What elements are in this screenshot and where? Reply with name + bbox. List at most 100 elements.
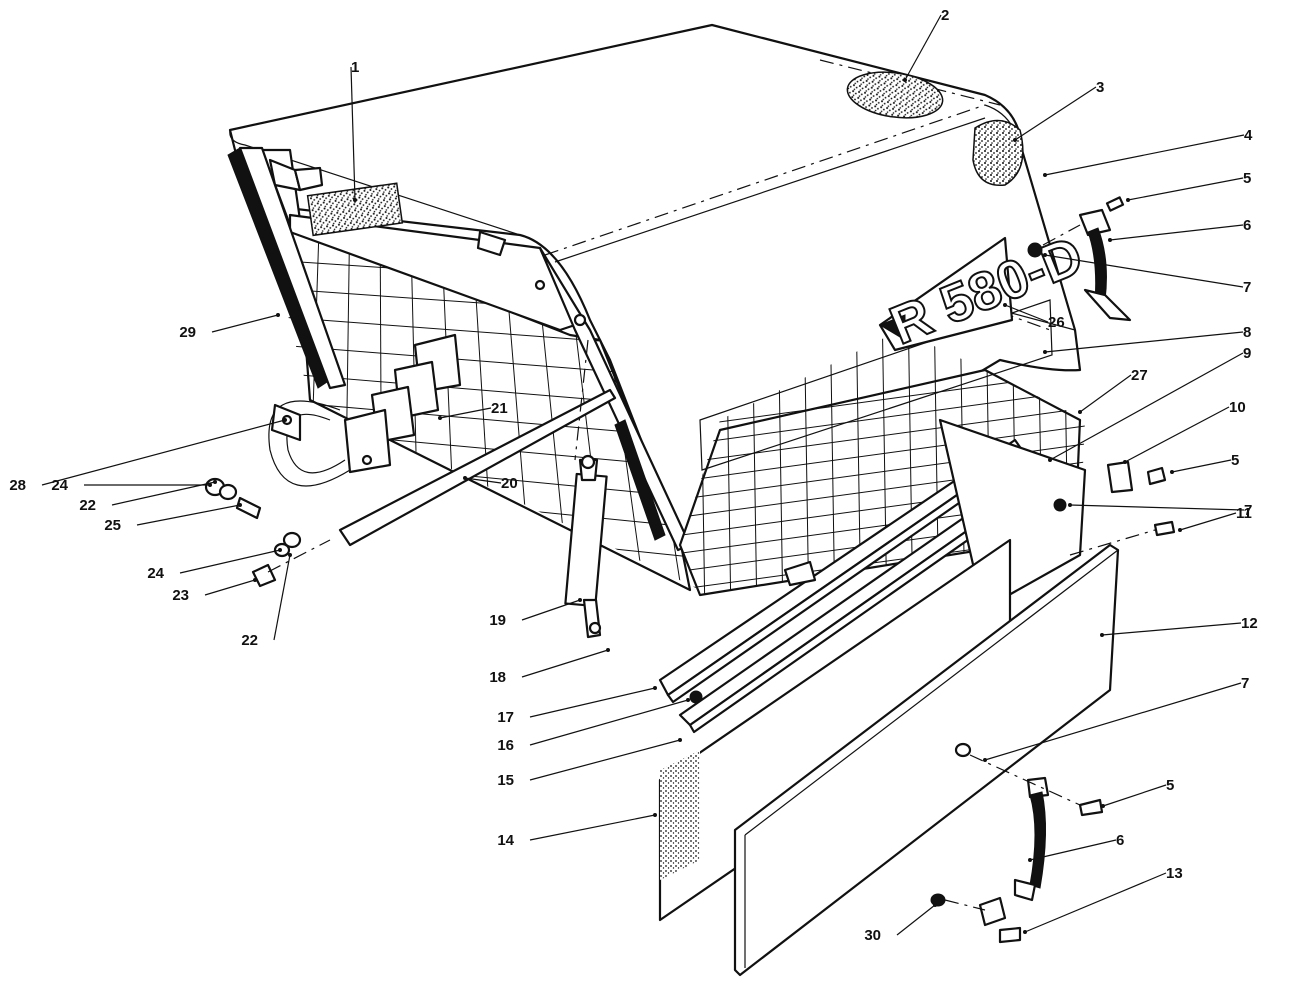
leader-dot-c7c <box>983 758 987 762</box>
callout-label: 10 <box>1229 399 1246 416</box>
callout-label: 24 <box>51 477 68 494</box>
callout-label: 28 <box>9 477 26 494</box>
callout-label: 27 <box>1131 367 1148 384</box>
leader-lines <box>41 14 1245 936</box>
callout-label: 15 <box>497 772 514 789</box>
leader-dot-c26 <box>1003 303 1007 307</box>
leader-dot-c5b <box>1170 470 1174 474</box>
leader-line-c5a <box>1127 177 1244 201</box>
leader-line-c23 <box>204 579 256 596</box>
callout-label: 29 <box>179 324 196 341</box>
fasteners-left <box>204 477 331 588</box>
hinge-assembly <box>268 333 462 487</box>
leader-line-c29 <box>211 314 279 333</box>
leader-dot-c4 <box>1043 173 1047 177</box>
leader-line-c6b <box>1029 839 1117 861</box>
callout-label: 30 <box>864 927 881 944</box>
callout-label: 3 <box>1096 79 1104 96</box>
leader-dot-c24b <box>278 548 282 552</box>
leader-dot-c14 <box>653 813 657 817</box>
angle-bar <box>338 388 617 547</box>
leader-dot-c19 <box>578 598 582 602</box>
leader-dot-c25 <box>238 503 242 507</box>
callout-label: 20 <box>501 475 518 492</box>
leader-line-c30 <box>896 904 936 936</box>
leader-dot-c7a <box>1043 253 1047 257</box>
leader-line-c1 <box>350 66 356 201</box>
leader-dot-c11 <box>1178 528 1182 532</box>
callout-label: 26 <box>1048 314 1065 331</box>
leader-line-c18 <box>521 649 609 678</box>
leader-dot-c29 <box>276 313 280 317</box>
callout-label: 22 <box>79 497 96 514</box>
callout-label: 2 <box>941 7 949 24</box>
leader-dot-c18 <box>606 648 610 652</box>
leader-dot-c27 <box>1078 410 1082 414</box>
leader-dot-c6b <box>1028 858 1032 862</box>
leader-dot-c7b <box>1068 503 1072 507</box>
leader-line-c26 <box>1004 304 1049 323</box>
leader-dot-c1 <box>353 198 357 202</box>
leader-line-c10 <box>1124 406 1230 463</box>
pad-rear <box>972 119 1024 187</box>
leader-line-c22b <box>273 554 291 641</box>
lower-frame <box>658 418 1134 734</box>
seal-strip-right <box>614 419 666 541</box>
callout-label: 5 <box>1231 452 1239 469</box>
leader-line-c14 <box>529 814 656 841</box>
gas-spring <box>564 339 608 639</box>
leader-line-c21 <box>439 407 492 419</box>
leader-line-c2 <box>904 14 942 81</box>
callout-label: 5 <box>1166 777 1174 794</box>
leader-dot-c8 <box>1043 350 1047 354</box>
callout-label: 4 <box>1244 127 1253 144</box>
leader-dot-c12 <box>1100 633 1104 637</box>
leader-dot-c23 <box>253 578 257 582</box>
leader-line-c9 <box>1049 352 1244 461</box>
leader-line-c25 <box>136 504 241 526</box>
callout-label: 1 <box>351 59 359 76</box>
leader-line-c6a <box>1109 224 1244 241</box>
callout-label: 16 <box>497 737 514 754</box>
callout-label: 21 <box>491 400 508 417</box>
latch-assembly-lower <box>930 742 1104 944</box>
callout-label: 25 <box>104 517 121 534</box>
leader-dot-c3 <box>1013 138 1017 142</box>
leader-line-c28 <box>41 419 286 486</box>
leader-line-c12 <box>1101 622 1242 636</box>
leader-line-c20 <box>464 477 502 484</box>
leader-dot-c22b <box>288 553 292 557</box>
leader-line-c5c <box>1102 784 1167 807</box>
leader-dot-c9 <box>1048 458 1052 462</box>
leader-line-c4 <box>1044 134 1245 176</box>
callout-label: 24 <box>147 565 164 582</box>
leader-line-c7c <box>984 682 1242 761</box>
leader-line-c3 <box>1014 86 1097 141</box>
leader-dot-c30 <box>933 903 937 907</box>
callout-label: 6 <box>1243 217 1251 234</box>
leader-dot-c21 <box>438 416 442 420</box>
fasteners-right <box>1069 466 1176 556</box>
seal-strip-left <box>227 146 347 390</box>
leader-dot-c10 <box>1123 460 1127 464</box>
leader-line-c19 <box>521 599 581 621</box>
leader-line-c7a <box>1044 254 1244 288</box>
leader-dot-c6a <box>1108 238 1112 242</box>
leader-line-c11 <box>1179 512 1237 531</box>
pad-top <box>846 71 944 119</box>
leader-dot-c24a <box>208 483 212 487</box>
callout-label: 23 <box>172 587 189 604</box>
leader-dot-c2 <box>903 78 907 82</box>
callout-label: 9 <box>1243 345 1251 362</box>
latch-assembly-upper <box>1027 196 1132 322</box>
leader-dot-c22a <box>213 480 217 484</box>
callout-label: 14 <box>497 832 514 849</box>
callout-label: 13 <box>1166 865 1183 882</box>
leader-line-c16 <box>529 699 689 746</box>
callout-label: 7 <box>1243 279 1251 296</box>
leader-line-c15 <box>529 739 681 781</box>
leader-dot-c17 <box>653 686 657 690</box>
leader-line-c17 <box>529 687 656 718</box>
callout-label: 19 <box>489 612 506 629</box>
leader-line-c8 <box>1044 331 1244 353</box>
